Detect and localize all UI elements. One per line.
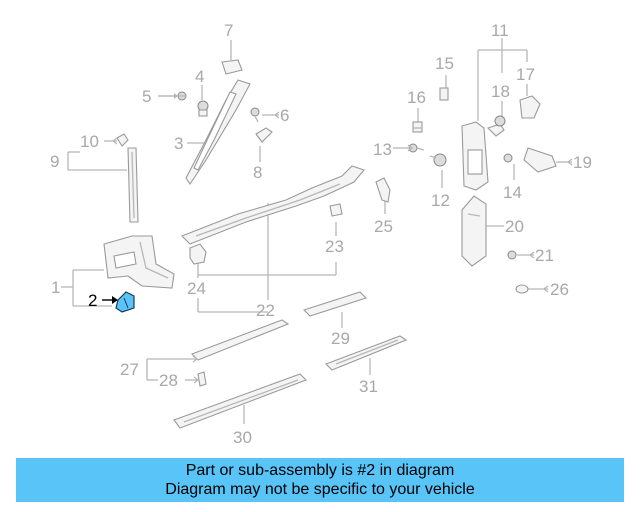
part-17-anchor bbox=[519, 95, 541, 119]
callout-28: 28 bbox=[159, 371, 178, 390]
callout-5: 5 bbox=[142, 87, 151, 106]
callout-14: 14 bbox=[503, 183, 522, 202]
part-7-bracket bbox=[221, 59, 243, 75]
part-27-strip bbox=[191, 319, 290, 361]
part-26-clip bbox=[515, 284, 529, 294]
part-16-clip bbox=[412, 121, 423, 133]
part-6-screw bbox=[250, 107, 260, 123]
part-3-a-pillar-trim bbox=[185, 79, 251, 185]
part-14-screw bbox=[503, 153, 513, 163]
info-banner: Part or sub-assembly is #2 in diagram Di… bbox=[16, 458, 624, 502]
callout-18: 18 bbox=[491, 82, 510, 101]
callout-31: 31 bbox=[359, 377, 378, 396]
part-11-b-pillar-trim bbox=[461, 121, 505, 191]
part-10-clip bbox=[116, 133, 129, 147]
callout-17: 17 bbox=[516, 65, 535, 84]
callout-24: 24 bbox=[187, 279, 206, 298]
part-30-sill-plate bbox=[173, 373, 307, 429]
part-19-handle bbox=[523, 147, 557, 173]
part-25-trim bbox=[375, 177, 391, 203]
part-22-rocker-trim bbox=[181, 165, 365, 245]
part-12-bolt bbox=[429, 153, 447, 167]
callout-29: 29 bbox=[331, 329, 350, 348]
callout-6: 6 bbox=[280, 106, 289, 125]
banner-line-2: Diagram may not be specific to your vehi… bbox=[165, 481, 475, 498]
callout-3: 3 bbox=[174, 134, 183, 153]
part-24-clip bbox=[189, 243, 207, 265]
callout-13: 13 bbox=[373, 140, 392, 159]
part-28-clip bbox=[197, 371, 207, 387]
banner-line-1: Part or sub-assembly is #2 in diagram bbox=[185, 462, 455, 479]
callout-7: 7 bbox=[224, 21, 233, 40]
part-31-sill-plate bbox=[325, 335, 408, 371]
callout-27: 27 bbox=[120, 360, 139, 379]
part-4-clip bbox=[197, 100, 209, 117]
callout-4: 4 bbox=[195, 67, 204, 86]
callout-11: 11 bbox=[491, 21, 509, 40]
callout-26: 26 bbox=[550, 280, 569, 299]
callout-16: 16 bbox=[407, 88, 426, 107]
callout-23: 23 bbox=[325, 237, 344, 256]
part-5-screw bbox=[176, 91, 187, 101]
callout-12: 12 bbox=[431, 191, 450, 210]
callout-numbers: 7 4 5 6 3 8 10 9 1 2 11 15 16 17 18 13 1… bbox=[50, 21, 592, 447]
part-8-clip bbox=[255, 127, 273, 143]
part-2-highlighted bbox=[115, 291, 135, 313]
callout-15: 15 bbox=[435, 54, 454, 73]
part-21-screw bbox=[507, 250, 517, 260]
callout-1: 1 bbox=[51, 278, 60, 297]
callout-25: 25 bbox=[374, 217, 393, 236]
callout-8: 8 bbox=[253, 163, 262, 182]
part-1-kick-panel bbox=[103, 235, 175, 289]
leader-lines bbox=[61, 38, 572, 424]
callout-21: 21 bbox=[535, 246, 554, 265]
part-15-clip bbox=[439, 87, 449, 101]
callout-10: 10 bbox=[80, 132, 99, 151]
part-20-lower-b-pillar bbox=[461, 195, 487, 267]
callout-9: 9 bbox=[50, 152, 59, 171]
part-23-clip bbox=[329, 203, 343, 217]
callout-2: 2 bbox=[88, 291, 97, 310]
part-9-weatherstrip bbox=[127, 147, 139, 223]
callout-20: 20 bbox=[505, 217, 524, 236]
callout-30: 30 bbox=[233, 428, 252, 447]
part-29-sill-plate bbox=[302, 291, 368, 317]
callout-19: 19 bbox=[573, 153, 592, 172]
callout-22: 22 bbox=[256, 301, 275, 320]
callout-arrows bbox=[102, 93, 573, 384]
part-18-bolt bbox=[494, 115, 506, 127]
